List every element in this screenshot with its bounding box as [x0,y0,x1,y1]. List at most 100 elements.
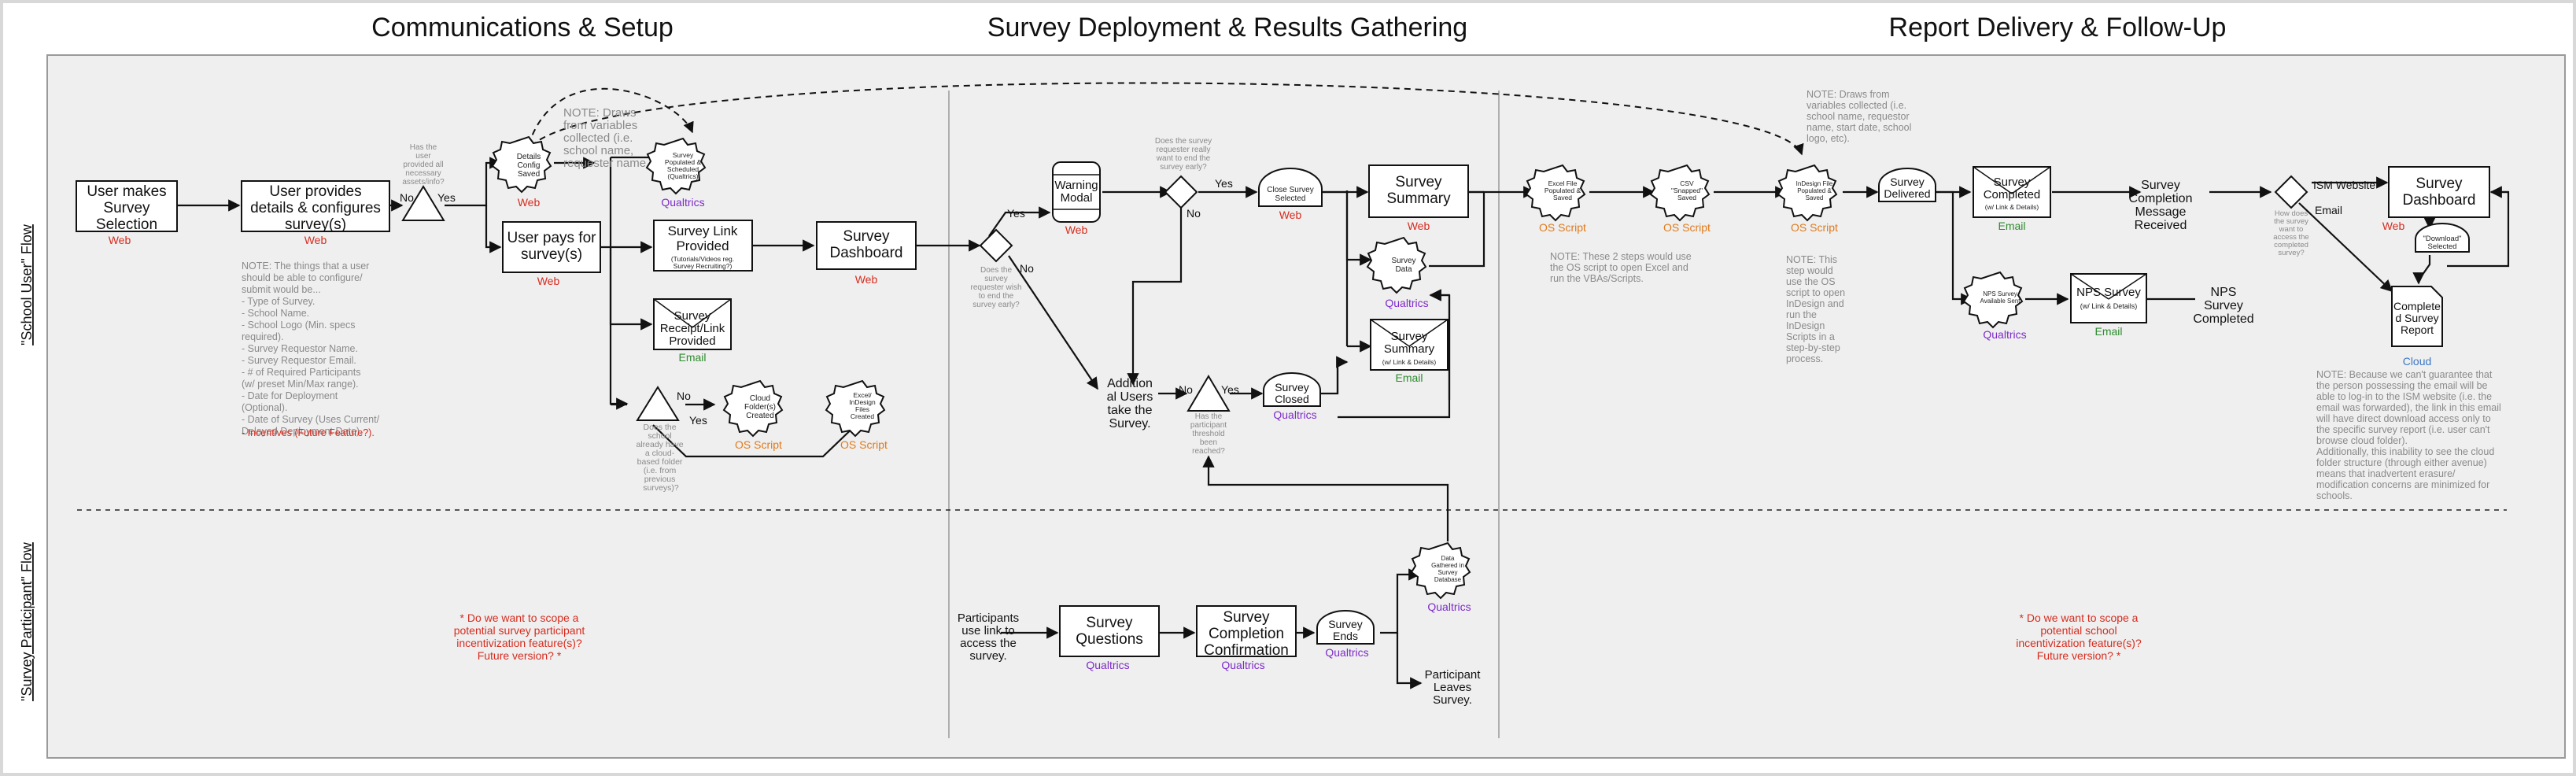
svg-text:OS Script: OS Script [1791,221,1838,234]
svg-text:OS Script: OS Script [735,438,782,451]
svg-text:Yes: Yes [1215,177,1233,190]
svg-text:Qualtrics: Qualtrics [1325,646,1368,659]
svg-text:No: No [1179,383,1193,396]
section-title-report: Report Delivery & Follow-Up [1889,13,2227,42]
lane-label-school: "School User" Flow [19,224,35,346]
note-guarantee: NOTE: Because we can't guarantee that th… [2316,369,2501,501]
svg-text:Web: Web [109,234,131,246]
svg-text:CSV"Snapped"Saved: CSV"Snapped"Saved [1671,179,1703,201]
svg-text:Web: Web [304,234,327,246]
svg-text:Qualtrics: Qualtrics [1385,297,1428,309]
svg-text:NOTE: This step would: NOTE: This step would use the OS script … [1786,254,1848,364]
svg-text:Qualtrics: Qualtrics [1273,408,1316,421]
svg-text:Email: Email [678,351,706,364]
svg-text:OS Script: OS Script [1539,221,1586,234]
svg-text:ISM Website: ISM Website [2313,179,2375,191]
svg-text:Cloud: Cloud [2403,355,2432,368]
svg-text:NOTE: The things that a user: NOTE: The things that a user should be a… [242,261,382,437]
svg-text:(w/ Link & Details): (w/ Link & Details) [2080,302,2138,310]
note-configure: NOTE: The things that a user should be a… [242,261,382,438]
svg-text:Email: Email [2315,204,2342,216]
svg-text:"Download"Selected: "Download"Selected [2423,235,2462,251]
svg-text:Qualtrics: Qualtrics [1983,328,2026,341]
svg-text:Yes: Yes [1007,207,1025,220]
svg-text:Web: Web [1279,209,1302,221]
svg-text:Web: Web [537,275,560,287]
svg-text:Web: Web [855,273,878,286]
node-nps-survey: NPS Survey (w/ Link & Details) Email [2070,273,2147,338]
svg-text:NPS Survey: NPS Survey [2076,286,2141,299]
svg-text:Yes: Yes [1221,383,1239,396]
svg-text:Yes: Yes [437,191,456,204]
svg-text:Qualtrics: Qualtrics [1221,659,1264,671]
svg-text:No: No [400,191,414,204]
svg-text:Web: Web [1065,224,1088,236]
section-title-deploy: Survey Deployment & Results Gathering [987,13,1467,42]
svg-text:No: No [677,390,691,402]
svg-text:(w/ Link & Details): (w/ Link & Details) [1382,358,1437,366]
